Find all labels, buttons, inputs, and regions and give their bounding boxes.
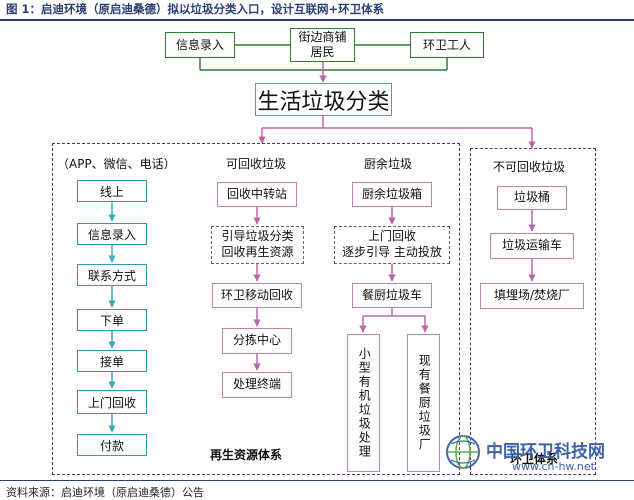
main-category-box: 生活垃圾分类 [255, 83, 392, 116]
sanitation-system-frame [470, 148, 596, 475]
title-divider [0, 19, 634, 21]
mobile-recycling-box: 环卫移动回收 [212, 283, 302, 308]
recyclable-header: 可回收垃圾 [226, 157, 287, 171]
non-recyclable-header: 不可回收垃圾 [493, 160, 566, 174]
transfer-station-box: 回收中转站 [217, 182, 297, 207]
trash-bin-box: 垃圾桶 [497, 186, 567, 210]
step-accept: 接单 [77, 350, 147, 372]
guide-line2: 回收再生资源 [221, 245, 294, 259]
kitchen-truck-box: 餐厨垃圾车 [352, 283, 432, 308]
info-entry-box: 信息录入 [165, 32, 235, 58]
kitchen-pickup-line1: 上门回收 [367, 229, 416, 244]
residents-line1: 街边商铺 [298, 30, 347, 44]
existing-plant-label: 现有餐厨垃圾厂 [417, 354, 432, 452]
small-facility-box: 小型有机垃圾处理 [347, 334, 380, 472]
step-order: 下单 [77, 309, 147, 331]
kitchen-header: 厨余垃圾 [364, 157, 413, 171]
terminal-box: 处理终端 [222, 372, 292, 398]
recycling-system-frame [52, 143, 460, 475]
watermark-name: 中国环卫科技网 [486, 442, 605, 462]
recycling-system-label: 再生资源体系 [210, 448, 283, 462]
guide-line1: 引导垃圾分类 [221, 229, 294, 244]
kitchen-bin-box: 厨余垃圾箱 [352, 182, 432, 207]
kitchen-pickup-box: 上门回收 逐步引导 主动投放 [334, 226, 450, 264]
left-column-header: （APP、微信、电话） [57, 157, 176, 171]
step-online: 线上 [77, 180, 147, 202]
existing-plant-box: 现有餐厨垃圾厂 [407, 334, 440, 472]
step-contact: 联系方式 [77, 264, 147, 286]
small-facility-label: 小型有机垃圾处理 [357, 347, 372, 459]
footer-divider [0, 480, 634, 481]
figure-title: 图 1：启迪环境（原启迪桑德）拟以垃圾分类入口，设计互联网+环卫体系 [6, 2, 385, 16]
step-info-entry: 信息录入 [77, 223, 147, 245]
garbage-truck-box: 垃圾运输车 [490, 233, 574, 259]
step-pickup: 上门回收 [77, 390, 147, 414]
guide-box: 引导垃圾分类 回收再生资源 [211, 226, 304, 264]
residents-line2: 居民 [310, 45, 335, 59]
sorting-center-box: 分拣中心 [222, 328, 292, 354]
globe-logo-icon [443, 432, 483, 472]
kitchen-pickup-line2: 逐步引导 主动投放 [342, 245, 442, 259]
sanitation-worker-box: 环卫工人 [410, 32, 484, 58]
source-note: 资料来源：启迪环境（原启迪桑德）公告 [6, 486, 204, 499]
step-payment: 付款 [77, 434, 147, 456]
sanitation-system-label: 环卫体系 [510, 452, 559, 466]
watermark-url: www.cn-hw.net [512, 460, 595, 473]
landfill-box: 填埋场/焚烧厂 [480, 283, 584, 309]
residents-box: 街边商铺 居民 [290, 28, 355, 62]
